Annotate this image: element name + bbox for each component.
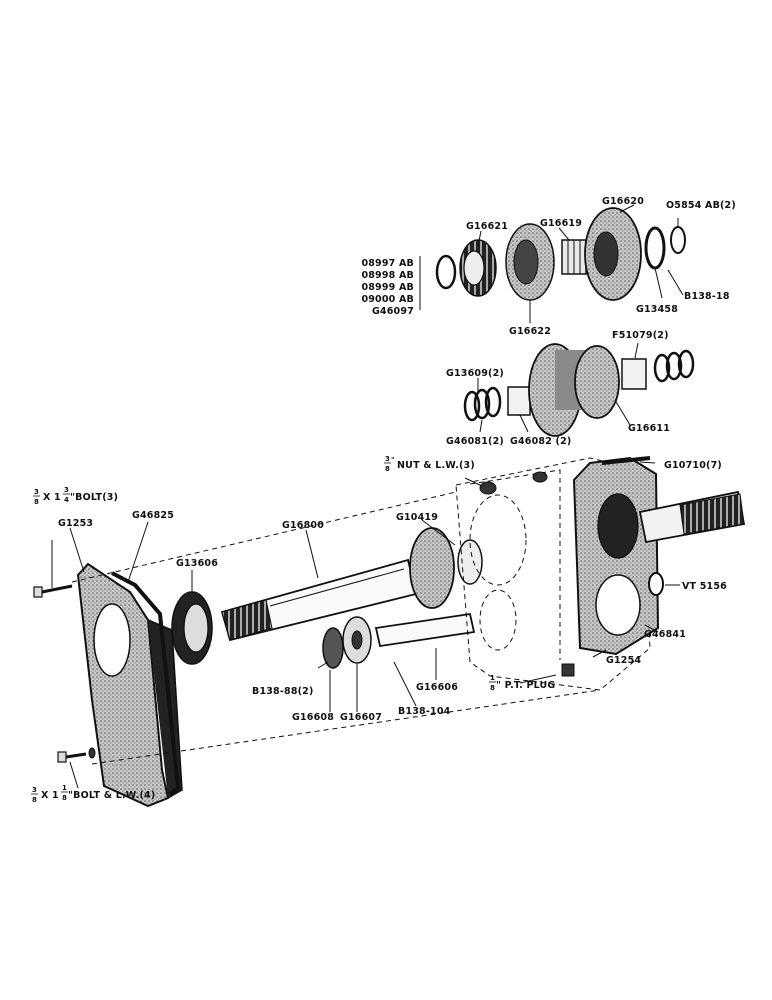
transmission-case-dashed [71, 457, 651, 765]
bolt1-frac-b-den: 4 [64, 496, 69, 504]
pipe-plug [561, 663, 575, 677]
gear-g16620 [584, 207, 642, 301]
label-g13458: G13458 [636, 304, 678, 315]
gear-g16621 [459, 239, 497, 297]
bolt-upper [33, 584, 73, 598]
label-bolt-lower: 3 8 X 1 1 8 "BOLT & L.W.(4) [31, 784, 155, 804]
rear-cover-g1254 [572, 456, 660, 656]
bolt2-frac-a-num: 3 [32, 786, 37, 794]
bolt1-frac-b-num: 3 [64, 486, 69, 494]
label-g16607: G16607 [340, 712, 382, 723]
label-g46081: G46081(2) [446, 436, 504, 447]
output-shaft [638, 490, 746, 544]
bolt2-frac-a-den: 8 [32, 796, 37, 804]
nut-frac-den: 8 [385, 465, 390, 473]
label-pipe-plug: 1 8 " P.T. PLUG [489, 674, 555, 692]
label-g10710: G10710(7) [664, 460, 722, 471]
label-g16620: G16620 [602, 196, 644, 207]
label-g46082: G46082 (2) [510, 436, 571, 447]
leader-lines [51, 204, 684, 789]
bolt1-frac-a-den: 8 [34, 498, 39, 506]
label-g10419: G10419 [396, 512, 438, 523]
label-vt5156: VT 5156 [682, 581, 727, 592]
label-bolt2-tail: "BOLT & L.W.(4) [68, 790, 155, 801]
label-f51079: F51079(2) [612, 330, 669, 341]
label-plug-text: " P.T. PLUG [496, 680, 555, 691]
label-g16622: G16622 [509, 326, 551, 337]
cluster-gear-g16611 [528, 343, 620, 437]
plug-frac-num: 1 [490, 674, 495, 682]
plug-frac-den: 8 [490, 684, 495, 692]
bolt2-frac-b-num: 1 [62, 784, 67, 792]
nut-inch: " [391, 456, 395, 464]
label-b138-18: B138-18 [684, 291, 730, 302]
gasket-g46825 [111, 571, 181, 796]
seal-vt5156 [648, 572, 664, 596]
gear-g10419 [409, 527, 483, 609]
label-g16800: G16800 [282, 520, 324, 531]
bearing-g16619 [561, 239, 587, 275]
washer-g13458 [644, 226, 666, 270]
bolt-lower [57, 747, 96, 763]
label-g16619: G16619 [540, 218, 582, 229]
label-bolt1-x: X 1 [43, 492, 61, 503]
washers-f51079 [653, 349, 695, 383]
snap-ring-o5854 [670, 226, 686, 254]
label-08997ab: 08997 AB [361, 258, 414, 269]
bearing-f51079 [621, 358, 647, 390]
label-g1253: G1253 [58, 518, 93, 529]
label-g13606: G13606 [176, 558, 218, 569]
snap-ring-left [435, 254, 457, 290]
label-g46097: G46097 [372, 306, 414, 317]
label-bolt1-tail: "BOLT(3) [70, 492, 118, 503]
label-b138-88: B138-88(2) [252, 686, 314, 697]
label-nut-text: NUT & L.W.(3) [397, 460, 475, 471]
label-nut: 3 8 " NUT & L.W.(3) [384, 455, 475, 473]
mainshaft-g16800 [220, 558, 418, 642]
label-bolt-upper: 3 8 X 1 3 4 "BOLT(3) [33, 486, 118, 506]
sleeve-g16622 [505, 223, 555, 301]
label-b138-104: B138-104 [398, 706, 451, 717]
washers-g46081 [463, 386, 502, 422]
label-g46825: G46825 [132, 510, 174, 521]
nuts-case [479, 471, 548, 495]
label-g1254: G1254 [606, 655, 641, 666]
washer-g16608 [322, 627, 344, 669]
label-g16606: G16606 [416, 682, 458, 693]
label-08998ab: 08998 AB [361, 270, 414, 281]
label-ab-group: 08997 AB 08998 AB 08999 AB 09000 AB G460… [361, 258, 414, 317]
bolt2-frac-b-den: 8 [62, 794, 67, 802]
label-g13609: G13609(2) [446, 368, 504, 379]
label-o5854: O5854 AB(2) [666, 200, 736, 211]
spacer-g46082 [507, 386, 531, 416]
label-g16621: G16621 [466, 221, 508, 232]
label-g16608: G16608 [292, 712, 334, 723]
nut-frac-num: 3 [385, 455, 390, 463]
studs-g10710 [601, 456, 651, 465]
shaft-g16606 [374, 612, 476, 648]
label-g46841: G46841 [644, 629, 686, 640]
bearing-g13606 [171, 591, 213, 665]
label-09000ab: 09000 AB [361, 294, 414, 305]
label-g16611: G16611 [628, 423, 670, 434]
gear-g16607 [342, 616, 372, 664]
label-08999ab: 08999 AB [361, 282, 414, 293]
label-bolt2-x: X 1 [41, 790, 59, 801]
bolt1-frac-a-num: 3 [34, 488, 39, 496]
